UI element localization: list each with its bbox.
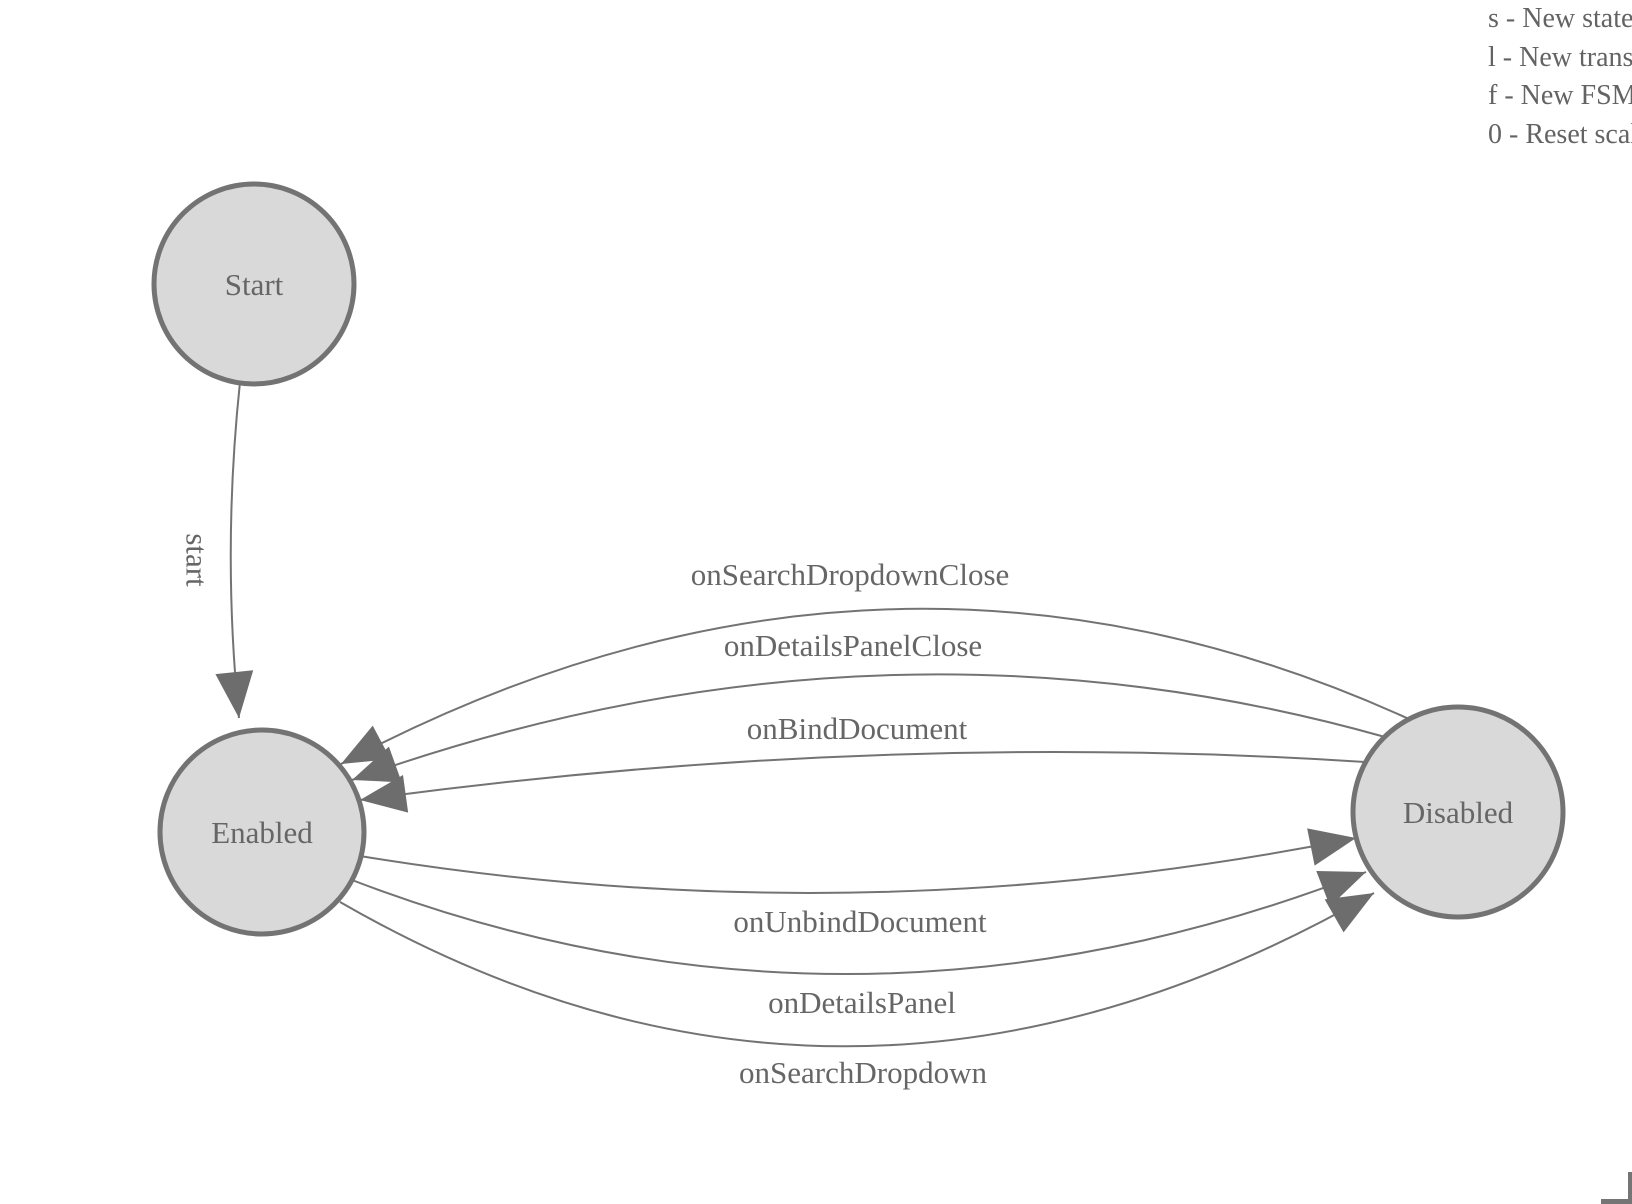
- edge-disabled-to-enabled-bind-document[interactable]: [359, 750, 1366, 813]
- state-label-disabled: Disabled: [1403, 795, 1514, 830]
- edge-label-start: start: [180, 533, 215, 587]
- edge-start-to-enabled[interactable]: [215, 381, 254, 719]
- edge-enabled-to-disabled-unbind-document[interactable]: [359, 828, 1357, 894]
- edge-label-on-bind-document: onBindDocument: [747, 711, 968, 746]
- edge-enabled-to-disabled-details-panel[interactable]: [351, 870, 1367, 976]
- state-circle-enabled[interactable]: [157, 727, 367, 937]
- state-label-enabled: Enabled: [211, 815, 313, 850]
- edge-label-on-details-panel: onDetailsPanel: [768, 985, 956, 1020]
- edge-label-on-unbind-document: onUnbindDocument: [733, 904, 987, 939]
- edge-label-on-details-panel-close: onDetailsPanelClose: [724, 628, 982, 663]
- edge-disabled-to-enabled-details-panel-close[interactable]: [351, 673, 1386, 783]
- legend-line-reset-scale: 0 - Reset scale: [1488, 118, 1632, 150]
- state-node-start[interactable]: Start: [151, 181, 357, 387]
- legend-line-new-fsm: f - New FSM: [1488, 80, 1632, 111]
- shortcut-legend: s - New state l - New transition f - New…: [1488, 0, 1632, 154]
- edge-label-on-search-dropdown-close: onSearchDropdownClose: [691, 557, 1010, 592]
- edge-label-on-search-dropdown: onSearchDropdown: [739, 1055, 987, 1090]
- state-node-enabled[interactable]: Enabled: [157, 727, 367, 937]
- state-circle-disabled[interactable]: [1350, 704, 1566, 920]
- edge-enabled-to-disabled-search-dropdown[interactable]: [339, 892, 1375, 1048]
- state-label-start: Start: [225, 267, 284, 302]
- legend-line-new-transition: l - New transition: [1488, 41, 1632, 73]
- frame-corner-vertical: [1628, 1172, 1632, 1199]
- legend-line-new-state: s - New state: [1488, 3, 1632, 34]
- state-node-disabled[interactable]: Disabled: [1350, 704, 1566, 920]
- edge-disabled-to-enabled-search-dropdown-close[interactable]: [340, 607, 1410, 765]
- state-circle-start[interactable]: [151, 181, 357, 387]
- frame-corner-horizontal: [1601, 1199, 1632, 1204]
